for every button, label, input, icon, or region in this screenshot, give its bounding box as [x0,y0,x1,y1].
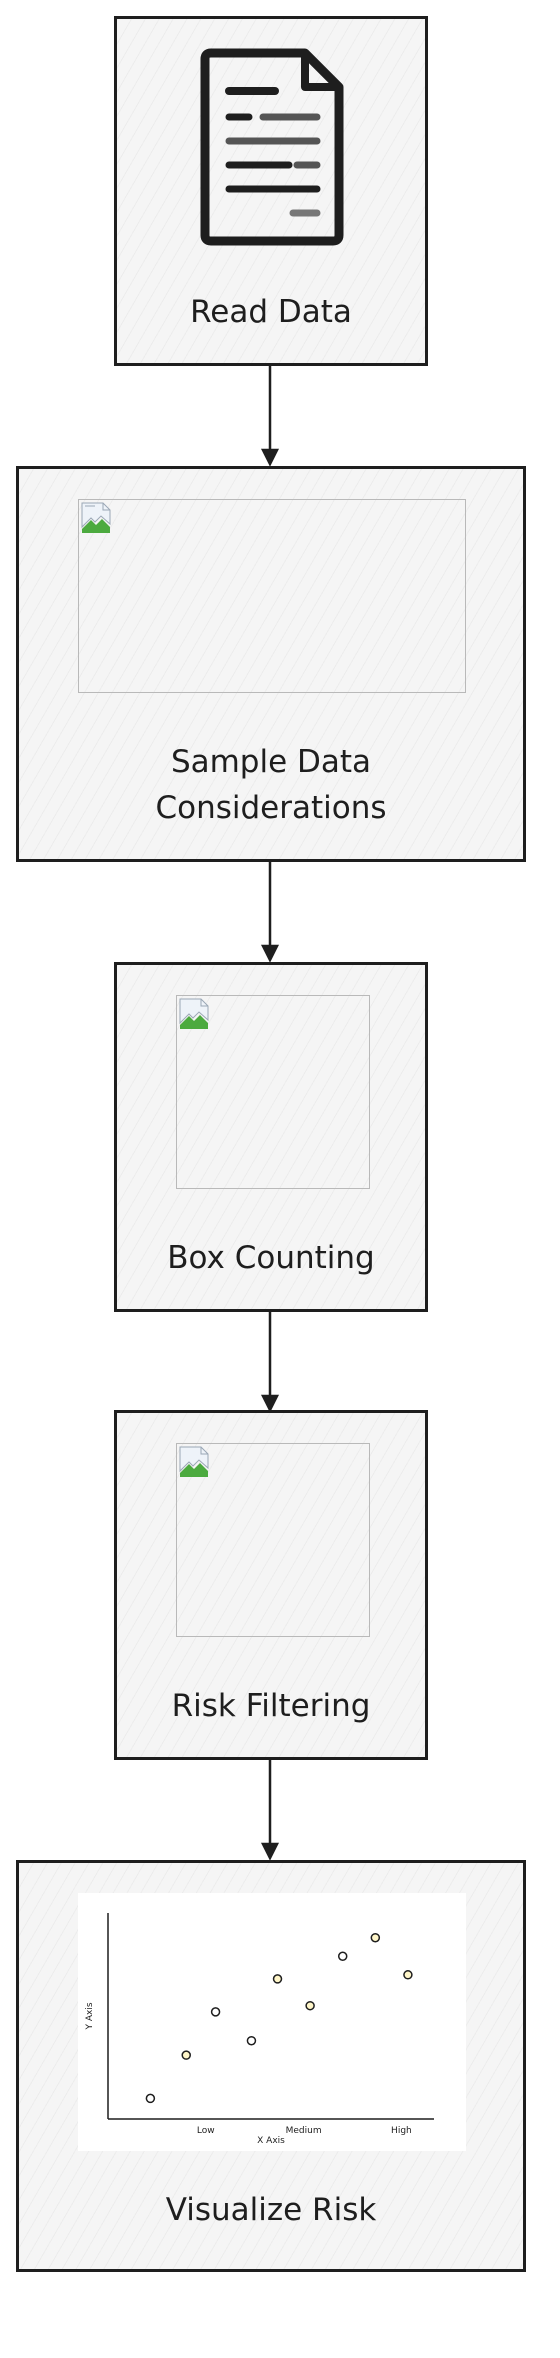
node-title-line2: Considerations [155,790,387,826]
node-read-data[interactable]: Read Data [114,16,428,366]
image-placeholder [78,499,466,693]
node-title: Box Counting [167,1240,375,1276]
document-icon [200,48,344,246]
scatter-point-3 [210,2007,221,2017]
node-title: Risk Filtering [171,1688,371,1724]
scatter-point-9 [403,1970,413,1980]
scatter-point-8 [370,1932,381,1943]
node-sample-data-considerations[interactable]: Sample Data Considerations [16,466,526,862]
arrowhead-1 [260,448,280,467]
arrowhead-2 [260,944,280,963]
x-tick-label: Medium [286,2126,322,2136]
node-title-line1: Sample Data [170,744,372,780]
scatter-point-5 [272,1974,283,1984]
node-title: Read Data [190,294,352,330]
node-visualize-risk[interactable]: Low Medium High X Axis Y Axis Visualize Ri… [16,1860,526,2272]
x-tick-label: Low [197,2126,215,2136]
scatter-point-2 [181,2050,191,2060]
arrowhead-4 [260,1842,280,1861]
y-axis-label: Y Axis [85,2002,95,2030]
scatter-chart: Low Medium High X Axis Y Axis [85,1913,434,2146]
scatter-point-7 [337,1951,348,1962]
arrowhead-3 [260,1394,280,1413]
node-box-counting[interactable]: Box Counting [114,962,428,1312]
x-tick-label: High [391,2126,412,2136]
node-title: Visualize Risk [165,2192,377,2228]
node-risk-filtering[interactable]: Risk Filtering [114,1410,428,1760]
broken-image-icon [81,502,111,533]
broken-image-icon [179,998,209,1029]
image-placeholder [176,995,370,1189]
scatter-point-6 [305,2000,315,2011]
scatter-plot-panel: Low Medium High X Axis Y Axis [78,1893,466,2151]
image-placeholder [176,1443,370,1637]
scatter-point-4 [246,2035,257,2046]
x-axis-label: X Axis [257,2136,285,2146]
scatter-point-1 [145,2093,156,2104]
broken-image-icon [179,1446,209,1477]
